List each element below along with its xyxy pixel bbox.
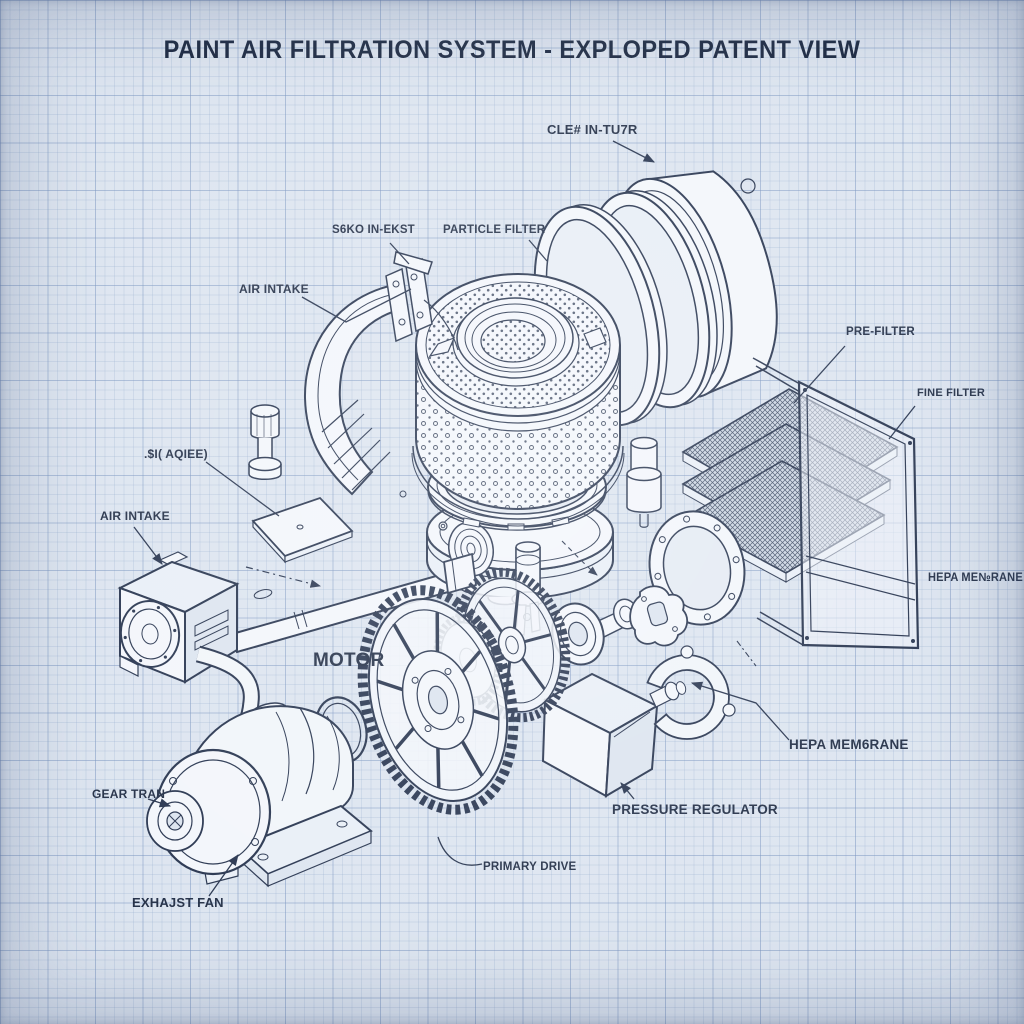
- label-gear-train: GEAR TRAN: [92, 787, 166, 801]
- label-clean-filter: CLE# IN-TU7R: [547, 122, 638, 137]
- valve-bolt: [248, 404, 282, 480]
- label-fine-filter: FINE FILTER: [917, 387, 985, 399]
- label-pressure-regulator: PRESSURE REGULATOR: [612, 802, 778, 817]
- air-intake-box: [117, 551, 240, 684]
- pin-cylinder: [626, 436, 662, 528]
- page-title: PAINT AIR FILTRATION SYSTEM - EXPLOPED P…: [163, 36, 861, 64]
- label-motor: MOTOR: [313, 650, 385, 671]
- label-valve-note: .$I( AQIEE): [144, 447, 208, 461]
- large-drive-gear: [357, 585, 519, 815]
- label-exhaust-fan: EXHAJST FAN: [132, 895, 224, 910]
- label-air-intake-lower: AIR INTAKE: [100, 509, 170, 523]
- label-hepa-membrane-right: HEPA ME№RANE: [928, 570, 1023, 584]
- label-particle-filter: PARTICLE FILTER: [443, 224, 546, 236]
- label-primary-drive: PRIMARY DRIVE: [483, 861, 577, 873]
- pressure-regulator-box: [541, 672, 687, 798]
- hepa-frame: [681, 357, 920, 650]
- bearing-shaft-assembly: [551, 585, 689, 666]
- hose-clamp: [646, 645, 736, 740]
- mounting-plate: [251, 496, 354, 564]
- label-pre-filter: PRE-FILTER: [846, 326, 915, 338]
- particle-filter-drum: [411, 273, 625, 527]
- label-hepa-membrane-lower: HEPA MEM6RANE: [789, 737, 909, 752]
- exhaust-fan-motor: [146, 702, 373, 888]
- stray-marks: [399, 490, 407, 498]
- shaft-bracket: [629, 585, 689, 647]
- label-air-intake-upper: AIR INTAKE: [239, 282, 309, 296]
- label-bracket-note: S6KO IN-EKST: [332, 224, 415, 236]
- air-intake-duct: [303, 282, 408, 496]
- leader-lines: [133, 140, 916, 897]
